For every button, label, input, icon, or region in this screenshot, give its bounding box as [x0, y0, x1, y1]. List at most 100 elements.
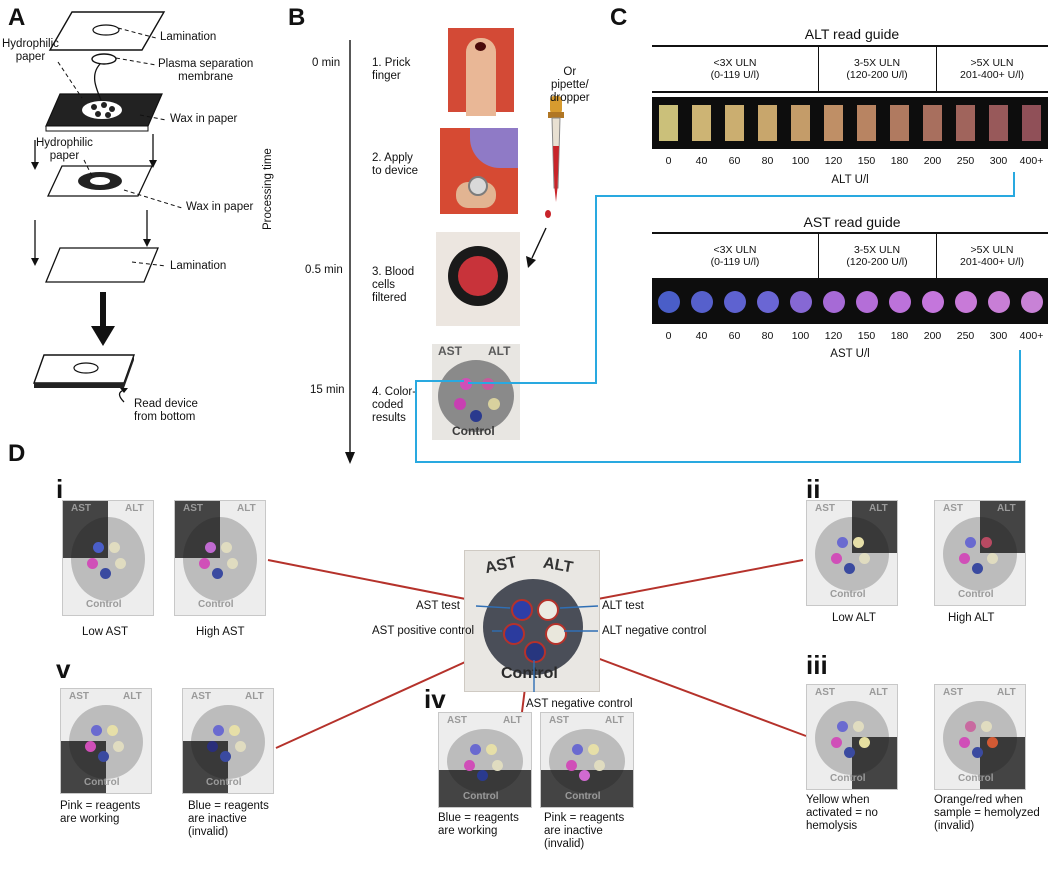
thumb-well-ast-test — [965, 721, 976, 732]
thumb-highlight-quadrant — [61, 741, 106, 793]
red-line-i — [267, 559, 497, 606]
arrow-head — [31, 258, 39, 266]
alt-swatch — [791, 105, 810, 141]
alt-units: ALT U/l — [831, 174, 869, 186]
photo-results: AST ALT Control — [432, 344, 520, 440]
alt-scale-label: 250 — [956, 155, 975, 167]
axis-label-processing-time: Processing time — [262, 148, 274, 230]
caption-iv-pink: Pink = reagents are inactive (invalid) — [544, 812, 625, 850]
thumb-alt-text: ALT — [869, 687, 888, 698]
alt-scale-label: 150 — [857, 155, 876, 167]
thumb-well-ast-positive — [87, 558, 98, 569]
time-axis — [345, 40, 355, 464]
ast-swatch — [888, 291, 911, 313]
ast-range-low: <3X ULN (0-119 U/l) — [710, 244, 760, 268]
center-device-photo: AST ALT Control — [464, 550, 600, 692]
step-4: 4. Color- coded results — [372, 386, 417, 424]
label-wax-in-paper-1: Wax in paper — [170, 113, 238, 125]
device-small — [468, 176, 488, 196]
thumb-alt-text: ALT — [869, 503, 888, 514]
read-arrow-head — [120, 388, 128, 393]
thumb-well-ast-test — [965, 537, 976, 548]
ast-swatch — [987, 291, 1010, 313]
alt-range-table: <3X ULN (0-119 U/l) 3-5X ULN (120-200 U/… — [652, 45, 1048, 93]
ast-range-high: >5X ULN 201-400+ U/l) — [960, 244, 1024, 268]
ast-scale-label: 200 — [923, 330, 942, 342]
thumb-ast-text: AST — [943, 687, 963, 698]
alt-scale-label: 80 — [761, 155, 774, 167]
photo-filtered — [436, 232, 520, 326]
thumb-control-text: Control — [198, 599, 234, 610]
thumb-well-alt-test — [229, 725, 240, 736]
thumb-alt-text: ALT — [125, 503, 144, 514]
alt-swatch — [758, 105, 777, 141]
caption-iii-orange: Orange/red when sample = hemolyzed (inva… — [934, 794, 1040, 832]
thumb-well-alt-negative — [113, 741, 124, 752]
thumb-well-ast-test — [213, 725, 224, 736]
lamination-top-window — [92, 24, 120, 36]
label-or-pipette: Or pipette/ dropper — [550, 66, 590, 104]
thumb-control-text: Control — [958, 773, 994, 784]
results-ast-text: AST — [438, 344, 462, 358]
ast-swatch — [921, 291, 944, 313]
thumb-well-ast-positive — [464, 760, 475, 771]
leader — [57, 61, 83, 99]
results-control-text: Control — [452, 424, 495, 438]
thumb-well-alt-test — [109, 542, 120, 553]
caption-low-ast: Low AST — [82, 626, 129, 638]
thumb-well-ast-negative — [579, 770, 590, 781]
ast-swatch — [1020, 291, 1043, 313]
thumb-well-alt-test — [107, 725, 118, 736]
thumb-well-ast-test — [93, 542, 104, 553]
thumb-well-alt-test — [981, 537, 992, 548]
thumb-well-alt-negative — [859, 553, 870, 564]
thumb-ast-text: AST — [71, 503, 91, 514]
ast-scale-label: 0 — [665, 330, 672, 342]
wax-paper-layer-1-edge — [45, 125, 149, 132]
center-alt-text: ALT — [541, 554, 575, 577]
thumb-well-alt-test — [486, 744, 497, 755]
alt-swatch — [692, 105, 711, 141]
ast-swatch — [822, 291, 845, 313]
thumb-ast-text: AST — [815, 687, 835, 698]
thumb-well-ast-positive — [199, 558, 210, 569]
roman-iii: iii — [806, 650, 828, 680]
lamination-bottom-sheet — [45, 247, 159, 283]
results-well-alt — [482, 378, 494, 390]
thumb-ast-text: AST — [549, 715, 569, 726]
results-well-ast-neg — [470, 410, 482, 422]
ast-swatch — [723, 291, 746, 313]
final-device-window — [73, 362, 99, 374]
ast-scale-label: 40 — [695, 330, 708, 342]
big-arrow-head — [91, 326, 115, 346]
caption-high-alt: High ALT — [948, 612, 995, 624]
step-2: 2. Apply to device — [372, 152, 419, 177]
label-ast-test: AST test — [416, 600, 460, 612]
leader — [123, 189, 183, 209]
thumb-control-text: Control — [565, 791, 601, 802]
alt-swatch — [824, 105, 843, 141]
ast-swatch — [855, 291, 878, 313]
thumb-well-ast-negative — [100, 568, 111, 579]
thumb-ast-text: AST — [943, 503, 963, 514]
caption-high-ast: High AST — [196, 626, 245, 638]
ast-color-strip — [652, 280, 1048, 324]
thumb-control-text: Control — [958, 589, 994, 600]
alt-scale-label: 180 — [890, 155, 909, 167]
step-3: 3. Blood cells filtered — [372, 266, 415, 304]
thumb-well-alt-test — [981, 721, 992, 732]
thumb-well-ast-test — [572, 744, 583, 755]
ast-swatch — [756, 291, 779, 313]
center-control-text: Control — [501, 665, 558, 682]
time-0-min: 0 min — [312, 57, 341, 69]
panel-letter-d: D — [8, 440, 26, 467]
thumb-well-ast-positive — [959, 553, 970, 564]
assembly-diagram — [31, 11, 183, 403]
results-alt-text: ALT — [488, 344, 511, 358]
ast-scale-label: 100 — [791, 330, 810, 342]
ast-range-mid: 3-5X ULN (120-200 U/l) — [846, 244, 908, 268]
thumb-ast-text: AST — [815, 503, 835, 514]
caption-v-pink: Pink = reagents are working — [60, 800, 141, 825]
